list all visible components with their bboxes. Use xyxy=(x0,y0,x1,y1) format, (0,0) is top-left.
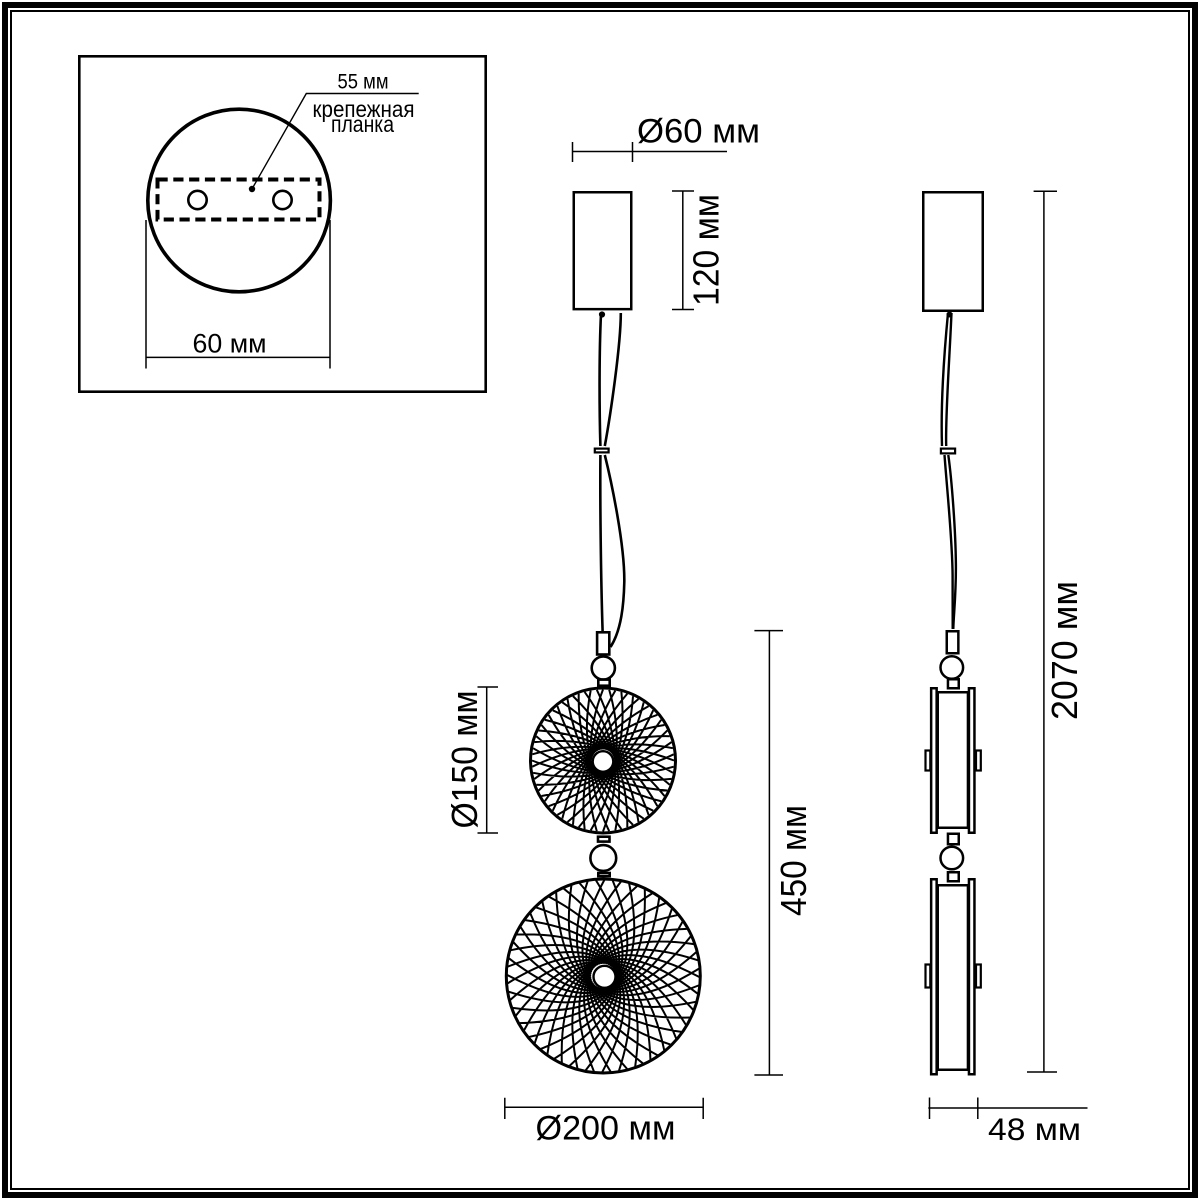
svg-text:крепежная: крепежная xyxy=(313,96,415,122)
svg-text:60 мм: 60 мм xyxy=(193,329,267,359)
svg-text:Ø150 мм: Ø150 мм xyxy=(444,691,485,829)
svg-text:Ø60 мм: Ø60 мм xyxy=(637,113,760,151)
svg-text:55 мм: 55 мм xyxy=(338,71,389,94)
svg-text:Ø200 мм: Ø200 мм xyxy=(536,1110,676,1148)
svg-text:планка: планка xyxy=(331,111,395,137)
svg-text:48 мм: 48 мм xyxy=(988,1111,1081,1147)
svg-text:2070 мм: 2070 мм xyxy=(1044,581,1085,720)
svg-text:120 мм: 120 мм xyxy=(686,194,727,306)
svg-text:450 мм: 450 мм xyxy=(773,805,814,916)
